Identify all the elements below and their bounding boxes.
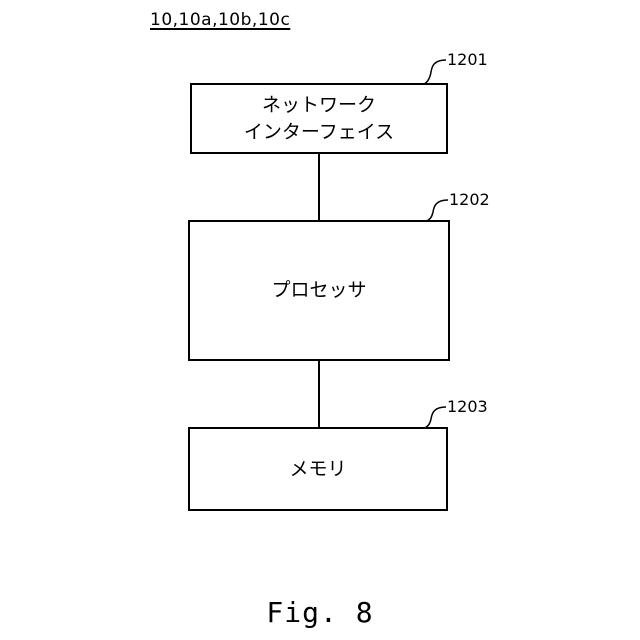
figure-caption: Fig. 8 xyxy=(0,596,640,630)
ref-label-1201: 1201 xyxy=(447,50,488,70)
processor-label: プロセッサ xyxy=(271,277,366,304)
connector-network-to-processor xyxy=(318,154,320,220)
device-reference-numerals: 10,10a,10b,10c xyxy=(150,9,290,31)
memory-label: メモリ xyxy=(289,456,346,483)
ref-label-1202: 1202 xyxy=(449,190,490,210)
network-interface-block: ネットワーク インターフェイス xyxy=(190,83,448,154)
network-interface-label-line-2: インターフェイス xyxy=(244,119,394,146)
ref-label-1203: 1203 xyxy=(447,397,488,417)
processor-block: プロセッサ xyxy=(188,220,450,361)
connector-processor-to-memory xyxy=(318,361,320,427)
network-interface-label-line-1: ネットワーク xyxy=(262,92,376,119)
memory-block: メモリ xyxy=(188,427,448,511)
